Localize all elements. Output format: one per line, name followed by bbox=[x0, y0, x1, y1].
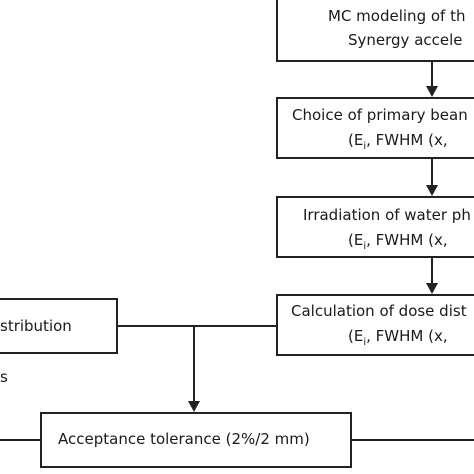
acceptance-tolerance-box bbox=[40, 412, 352, 468]
arrowhead-mc-to-beam bbox=[426, 86, 438, 97]
connector-left-horizontal bbox=[118, 325, 276, 327]
irradiation-line2: (Ei, FWHM (x, bbox=[348, 231, 448, 252]
step-box-irradiation bbox=[276, 196, 474, 258]
arrowhead-irradiation-to-dose bbox=[426, 283, 438, 294]
primary-beam-line2: (Ei, FWHM (x, bbox=[348, 131, 448, 152]
arrowhead-beam-to-irradiation bbox=[426, 185, 438, 196]
primary-beam-line1: Choice of primary bean bbox=[292, 106, 468, 124]
arrowhead-to-acceptance bbox=[188, 401, 200, 412]
connector-acceptance-right-stub bbox=[352, 439, 474, 441]
step-box-dose-calculation bbox=[276, 294, 474, 356]
dose-calculation-line1: Calculation of dose dist bbox=[291, 302, 467, 320]
mc-modeling-line2: Synergy accele bbox=[348, 31, 463, 49]
dose-calculation-line2: (Ei, FWHM (x, bbox=[348, 327, 448, 348]
side-label: s bbox=[0, 368, 8, 386]
measured-distribution-label: stribution bbox=[0, 317, 72, 335]
step-box-primary-beam bbox=[276, 97, 474, 159]
step-box-mc-modeling bbox=[276, 0, 474, 62]
connector-acceptance-left-stub bbox=[0, 439, 40, 441]
mc-modeling-line1: MC modeling of th bbox=[328, 7, 466, 25]
acceptance-tolerance-label: Acceptance tolerance (2%/2 mm) bbox=[58, 430, 310, 448]
irradiation-line1: Irradiation of water ph bbox=[303, 206, 471, 224]
measured-distribution-box bbox=[0, 298, 118, 354]
